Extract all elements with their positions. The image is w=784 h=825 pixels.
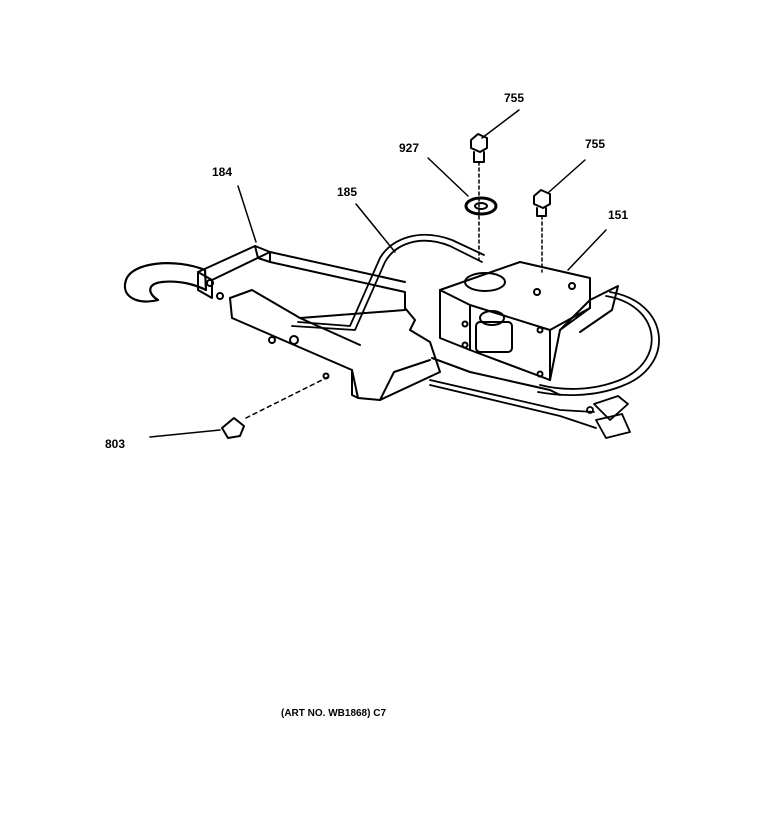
callout-184: 184 [212, 165, 232, 179]
art-number-caption: (ART NO. WB1868) C7 [281, 708, 387, 719]
washer-927 [464, 196, 498, 216]
mounting-plate [229, 289, 441, 401]
motor-housing-151 [431, 261, 619, 396]
callout-labels: 755 927 755 184 185 151 803 [105, 91, 628, 451]
screw-755-top [470, 133, 488, 261]
wire-harness [429, 291, 660, 439]
rod-185 [291, 233, 485, 331]
callout-927: 927 [399, 141, 419, 155]
leader-lines [149, 109, 607, 438]
callout-185: 185 [337, 185, 357, 199]
bracket-184 [197, 245, 406, 319]
callout-151: 151 [608, 208, 628, 222]
screw-755-right [533, 189, 551, 273]
callout-755-top: 755 [504, 91, 524, 105]
screw-803 [221, 375, 331, 439]
hook-part [123, 262, 208, 303]
callout-755-right: 755 [585, 137, 605, 151]
callout-803: 803 [105, 437, 125, 451]
